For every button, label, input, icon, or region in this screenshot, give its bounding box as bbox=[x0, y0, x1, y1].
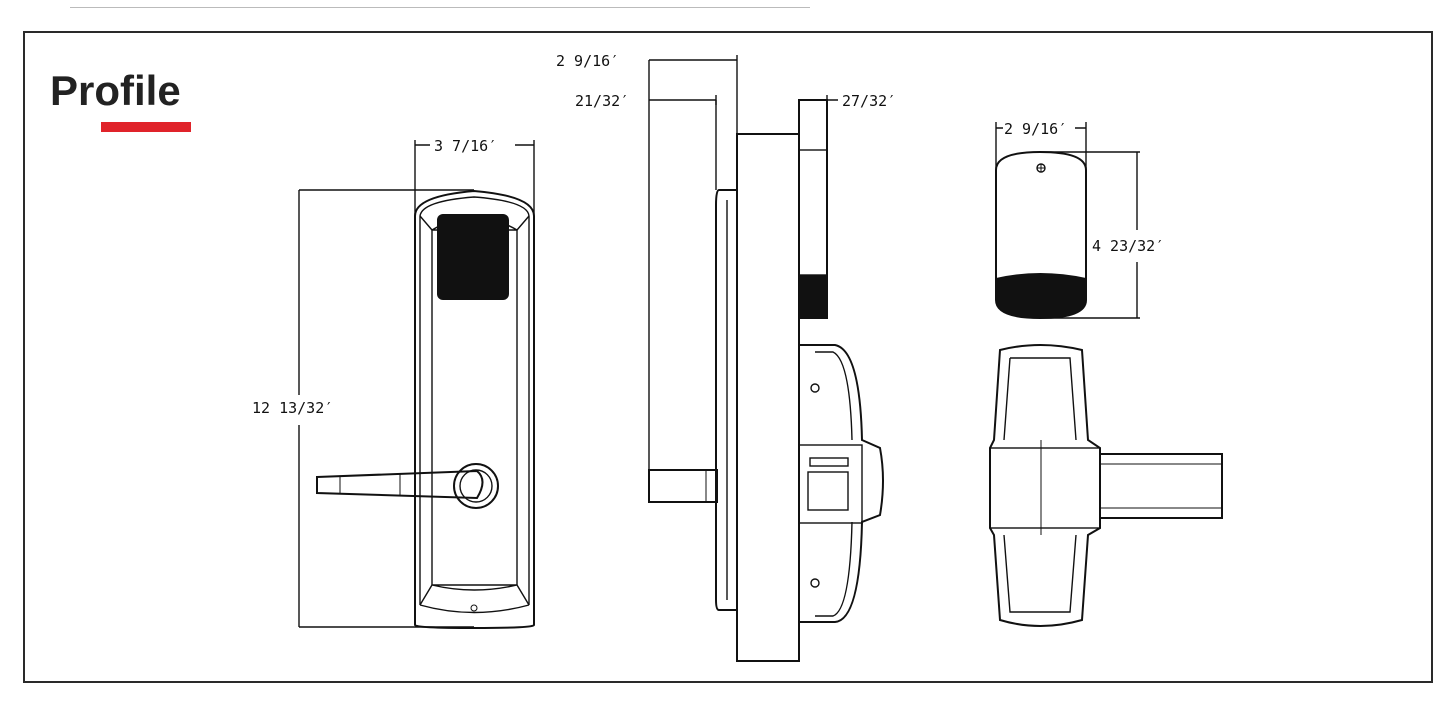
page-title: Profile bbox=[50, 67, 181, 114]
front-height-label: 12 13/32′ bbox=[252, 399, 333, 417]
door-offset-label: 21/32′ bbox=[575, 92, 629, 110]
lower-screw-icon bbox=[810, 578, 820, 588]
inner-lever-hub bbox=[798, 444, 863, 524]
front-width-dim bbox=[414, 140, 535, 216]
front-height-dim bbox=[298, 189, 474, 628]
front-rose-inner bbox=[459, 469, 493, 503]
front-view: 3 7/16′ 12 13/32′ bbox=[252, 137, 535, 630]
back-view: 2 9/16′ 4 23/32′ bbox=[989, 120, 1223, 627]
inner-lever-body bbox=[798, 344, 884, 623]
front-rose-outer bbox=[453, 463, 499, 509]
side-view: 2 9/16′ 21/32′ 27/32′ bbox=[556, 52, 896, 662]
cropped-header-text bbox=[70, 7, 810, 8]
inner-lever-body-inner bbox=[815, 351, 853, 617]
front-bottom-bevel bbox=[419, 584, 530, 614]
indicator-hole bbox=[470, 604, 478, 612]
title-underline bbox=[101, 122, 191, 132]
diagram-frame bbox=[23, 31, 1433, 683]
back-lever-rose-inner bbox=[1003, 357, 1077, 613]
upper-screw-icon bbox=[810, 383, 820, 393]
inner-thickness-label: 27/32′ bbox=[842, 92, 896, 110]
back-width-label: 2 9/16′ bbox=[1004, 120, 1067, 138]
back-lever-rose bbox=[989, 344, 1101, 627]
back-lever-hub bbox=[989, 447, 1101, 529]
front-escutcheon-inner bbox=[419, 196, 530, 605]
emergency-key-cover bbox=[807, 471, 849, 511]
side-depth-dim bbox=[648, 55, 738, 470]
back-height-label: 4 23/32′ bbox=[1092, 237, 1164, 255]
inner-thickness-dim bbox=[799, 95, 838, 105]
door-offset-dim bbox=[649, 95, 717, 105]
back-lever-handle bbox=[1099, 453, 1223, 519]
back-height-dim bbox=[1040, 151, 1140, 319]
back-width-dim bbox=[995, 122, 1087, 170]
inner-reader-pad bbox=[799, 275, 827, 318]
card-reader bbox=[437, 214, 509, 300]
side-depth-label: 2 9/16′ bbox=[556, 52, 619, 70]
inner-reader-top bbox=[798, 149, 828, 276]
emergency-key-slot bbox=[809, 457, 849, 467]
front-lever bbox=[316, 469, 484, 500]
back-reader-pad bbox=[996, 273, 1086, 318]
side-lever-stub bbox=[648, 469, 718, 503]
outer-escutcheon-profile bbox=[715, 189, 737, 611]
cropped-header-strip bbox=[0, 0, 1451, 8]
door-slab bbox=[736, 133, 800, 662]
front-width-label: 3 7/16′ bbox=[434, 137, 497, 155]
